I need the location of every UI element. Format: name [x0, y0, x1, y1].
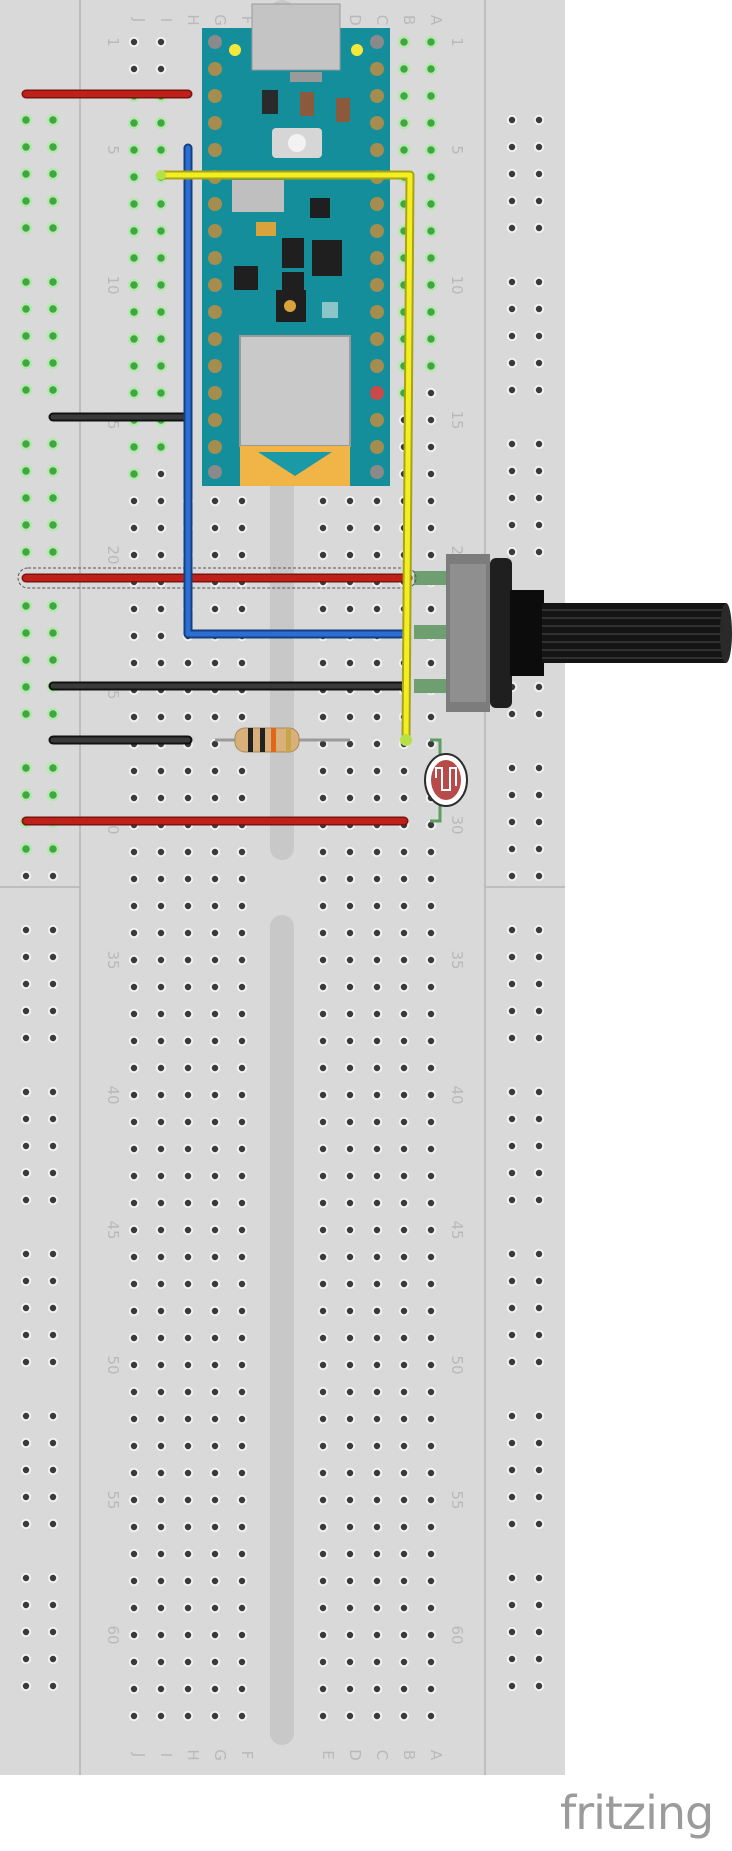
- nano-rf-module: [239, 335, 351, 447]
- svg-text:I: I: [157, 1753, 175, 1757]
- svg-text:45: 45: [104, 1220, 122, 1239]
- wire-yellow: [156, 170, 415, 746]
- svg-text:A: A: [427, 1750, 445, 1761]
- svg-text:30: 30: [448, 815, 466, 834]
- svg-text:60: 60: [448, 1625, 466, 1644]
- svg-text:15: 15: [448, 410, 466, 429]
- svg-text:G: G: [211, 14, 229, 26]
- svg-text:40: 40: [104, 1085, 122, 1104]
- usb-connector: [251, 3, 341, 71]
- svg-text:H: H: [184, 14, 202, 25]
- svg-text:10: 10: [104, 275, 122, 294]
- svg-text:5: 5: [448, 145, 466, 155]
- svg-text:5: 5: [104, 145, 122, 155]
- wire-blue: [183, 143, 409, 639]
- svg-text:F: F: [238, 1751, 256, 1760]
- svg-text:J: J: [130, 17, 148, 22]
- selected-wire-outline: [17, 567, 417, 589]
- svg-text:H: H: [184, 1749, 202, 1760]
- svg-text:C: C: [373, 1750, 391, 1760]
- svg-text:10: 10: [448, 275, 466, 294]
- nano-chip-small: [232, 180, 284, 212]
- led-yellow-left: [229, 44, 241, 56]
- resistor: [215, 727, 350, 753]
- rotary-potentiometer: [414, 554, 732, 712]
- svg-text:40: 40: [448, 1085, 466, 1104]
- led-yellow-right: [351, 44, 363, 56]
- svg-text:50: 50: [104, 1355, 122, 1374]
- svg-text:50: 50: [448, 1355, 466, 1374]
- arduino-nano: [202, 3, 390, 486]
- svg-text:J: J: [130, 1752, 148, 1757]
- svg-text:1: 1: [104, 37, 122, 47]
- svg-text:F: F: [238, 16, 256, 25]
- svg-text:B: B: [400, 15, 418, 25]
- svg-text:I: I: [157, 18, 175, 22]
- photoresistor: [424, 738, 468, 823]
- svg-text:E: E: [319, 1750, 337, 1759]
- svg-text:35: 35: [448, 950, 466, 969]
- fritzing-logo: fritzing: [560, 1786, 714, 1840]
- svg-text:A: A: [427, 15, 445, 26]
- svg-text:B: B: [400, 1750, 418, 1760]
- svg-text:D: D: [346, 14, 364, 26]
- svg-text:1: 1: [448, 37, 466, 47]
- svg-text:35: 35: [104, 950, 122, 969]
- svg-text:60: 60: [104, 1625, 122, 1644]
- svg-text:45: 45: [448, 1220, 466, 1239]
- svg-text:C: C: [373, 15, 391, 25]
- nano-pins-right: [370, 35, 384, 479]
- wires: [17, 89, 417, 826]
- svg-text:G: G: [211, 1749, 229, 1761]
- svg-text:20: 20: [104, 545, 122, 564]
- svg-text:55: 55: [448, 1490, 466, 1509]
- svg-text:55: 55: [104, 1490, 122, 1509]
- nano-mcu-chip: [312, 240, 342, 276]
- svg-text:D: D: [346, 1749, 364, 1761]
